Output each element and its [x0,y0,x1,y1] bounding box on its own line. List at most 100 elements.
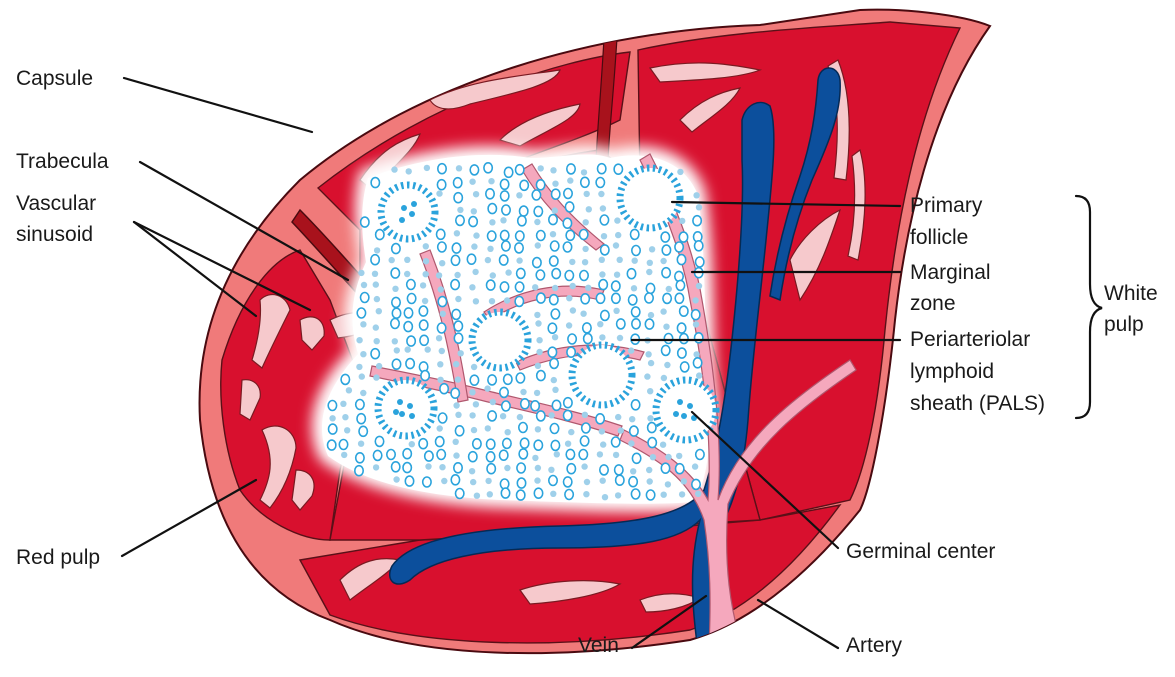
lymphocyte [552,334,558,340]
lymphocyte [502,241,510,251]
lymphocyte [454,272,460,278]
lymphocyte [631,285,637,291]
lymphocyte [504,167,512,177]
lymphocyte [537,293,545,303]
lymphocyte [373,374,379,380]
label-germinal-center: Germinal center [846,540,995,563]
lymphocyte [677,323,685,333]
lymphocyte [474,493,480,499]
lymphocyte [329,415,335,421]
lymphocyte [579,450,587,460]
lymphocyte [536,180,544,190]
lymphocyte [533,258,541,268]
lymphocyte [485,478,491,484]
lymphocyte [360,390,366,396]
lymphocyte [693,351,699,357]
lymphocyte [423,243,429,249]
lymphocyte [486,452,494,462]
lymphocyte [504,465,510,471]
lymphocyte [628,440,634,446]
lymphocyte [393,476,399,482]
lymphocyte [489,298,495,304]
lymphocyte [535,242,541,248]
lymphocyte [520,438,528,448]
lymphocyte [456,215,464,225]
lymphocyte [361,217,369,227]
lymphocyte [535,320,541,326]
lymphocyte [582,412,588,418]
lymphocyte [550,424,558,434]
lymphocyte [392,462,400,472]
lymphocyte [695,241,703,251]
lymphocyte [438,286,444,292]
lymphocyte [488,178,494,184]
lymphocyte [419,439,427,449]
lymphocyte [457,207,463,213]
lymphocyte [614,217,620,223]
lymphocyte [582,423,590,433]
lymphocyte [693,216,701,226]
lymphocyte [518,216,526,226]
lymphocyte [582,246,588,252]
lymphocyte [597,321,603,327]
lymphocyte [615,414,621,420]
leader-capsule [124,78,312,132]
lymphocyte [454,321,462,331]
lymphocyte [614,272,620,278]
lymphocyte [565,271,573,281]
lymphocyte [520,206,528,216]
lymphocyte [613,242,619,248]
lymphocyte [616,475,624,485]
lymphocyte [647,388,653,394]
lymphocyte [394,347,400,353]
lymphocyte [515,243,523,253]
lymphocyte [695,491,701,497]
lymphocyte [676,453,682,459]
lymphocyte [600,478,606,484]
lymphocyte [489,219,495,225]
lymphocyte [423,258,429,264]
lymphocyte [473,401,479,407]
lymphocyte [548,467,554,473]
lymphocyte [534,206,542,216]
lymphocyte [531,401,539,411]
lymphocyte [632,453,640,463]
lymphocyte [566,449,574,459]
lymphocyte [600,215,608,225]
lymphocyte [328,440,336,450]
label-marginal-zone-2: zone [910,292,956,315]
lymphocyte [374,296,380,302]
lymphocyte [648,423,656,433]
lymphocyte [661,375,667,381]
lymphocyte [677,255,685,265]
lymphocyte [392,297,400,307]
lymphocyte [376,230,384,240]
lymphocyte [452,243,460,253]
lymphocyte [403,449,411,459]
lymphocyte [439,348,445,354]
label-capsule: Capsule [16,67,93,90]
lymphocyte [438,164,446,174]
lymphocyte [470,375,478,385]
lymphocyte [612,281,620,291]
lymphocyte [361,282,367,288]
lymphocyte [469,217,477,227]
lymphocyte [373,464,379,470]
lymphocyte [375,436,383,446]
lymphocyte [675,242,683,252]
lymphocyte [568,429,574,435]
lymphocyte [409,441,415,447]
lymphocyte [471,364,477,370]
lymphocyte [485,257,491,263]
lymphocyte [425,451,433,461]
lymphocyte [455,296,461,302]
lymphocyte [564,410,572,420]
lymphocyte [504,297,510,303]
lymphocyte [516,373,524,383]
lymphocyte [469,284,475,290]
lymphocyte [567,347,575,357]
lymphocyte [504,374,512,384]
lymphocyte [420,335,428,345]
lymphocyte [584,479,590,485]
lymphocyte [566,230,574,240]
